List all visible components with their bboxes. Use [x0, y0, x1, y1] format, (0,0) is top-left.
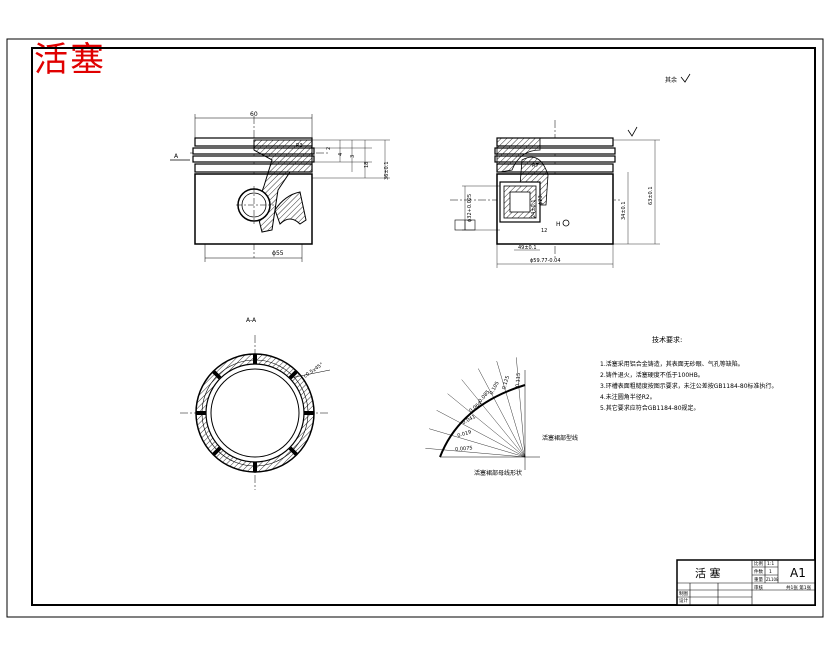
- part-name: 活 塞: [695, 566, 721, 580]
- dim-18: 18: [364, 162, 370, 168]
- dim-A: A: [174, 153, 179, 160]
- scale-value: 1:1: [767, 561, 774, 567]
- profile-value-label: 0.0075: [455, 445, 473, 453]
- weight-label: 重量: [754, 576, 763, 583]
- dim-3: 3: [350, 155, 356, 158]
- outer-border: [6, 38, 824, 618]
- profile-value-label: 0.115: [515, 373, 522, 388]
- profile-ray: [516, 357, 526, 458]
- count-label: 件数: [754, 568, 763, 575]
- roughness-symbol: 其余: [665, 73, 691, 84]
- dim-R7: R7: [532, 163, 539, 169]
- tech-item-5: 5.其它要求应符合GB1184-80规定。: [600, 404, 700, 412]
- profile-ray: [478, 368, 526, 458]
- front-view: 60 A ϕ55 R3 2 4 3 18 36±0.1: [170, 111, 390, 262]
- dim-4: 4: [338, 153, 344, 156]
- profile-value-label: 0.125: [501, 375, 511, 390]
- dim-36: 36±0.1: [384, 161, 390, 180]
- profile-label-bottom: 活塞裙部母线形状: [474, 469, 522, 477]
- profile-ray: [447, 393, 526, 458]
- profile-ray: [429, 428, 526, 458]
- count-value: 1: [769, 569, 772, 575]
- profile-value-label: 0.105: [489, 381, 501, 396]
- tech-item-4: 4.未注圆角半径R2。: [600, 393, 656, 401]
- dim-phi55: ϕ55: [272, 250, 284, 257]
- profile-label-right: 活塞裙部型线: [542, 434, 578, 442]
- profile-ray: [461, 379, 526, 458]
- tech-item-3: 3.环槽表面粗糙度按图示要求，未注公差按GB1184-80标准执行。: [600, 382, 778, 390]
- design-label: 设计: [679, 597, 688, 604]
- dim-2: 2: [326, 147, 332, 150]
- stamp-title: 活塞: [34, 40, 106, 80]
- roughness-note: 其余: [665, 76, 677, 84]
- technical-requirements: 技术要求: 1.活塞采用铝合金铸造，其表面无砂眼、气孔等缺陷。 2.铸件退火，活…: [600, 335, 778, 412]
- profile-value-label: 0.041: [461, 414, 476, 426]
- drawn-label: 制图: [679, 590, 688, 597]
- dim-12: 12: [541, 228, 547, 234]
- dim-phi5977: ϕ59.77-0.04: [530, 258, 561, 264]
- profile-ray: [425, 448, 526, 458]
- tech-title: 技术要求:: [652, 335, 682, 344]
- tech-item-2: 2.铸件退火，活塞硬度不低于100HB。: [600, 371, 704, 379]
- profile-value-label: 0.019: [457, 429, 472, 439]
- tech-item-1: 1.活塞采用铝合金铸造，其表面无砂眼、气孔等缺陷。: [600, 360, 744, 368]
- skirt-profile: 活塞裙部型线 活塞裙部母线形状 0.00750.0190.0410.0640.0…: [425, 357, 578, 477]
- dim-49: 49±0.1: [518, 245, 537, 251]
- sheet-label: 共1张 第1张: [786, 584, 812, 591]
- chamfer-note: c0.5x45°: [303, 362, 325, 380]
- dim-phi23: ϕ23: [538, 195, 544, 205]
- dim-34: 34±0.1: [621, 201, 627, 220]
- title-block: 活 塞 比例 1:1 件数 1 ZL108 A1 共1张 第1张 制图 设计 审…: [676, 559, 816, 606]
- sheet-size: A1: [790, 566, 806, 580]
- dim-24: 24±0.1: [531, 199, 537, 218]
- material-value: ZL108: [766, 577, 779, 582]
- scale-label: 比例: [754, 560, 763, 567]
- section-label: A-A: [246, 317, 257, 324]
- dim-63: 63±0.1: [648, 186, 654, 205]
- inner-frame: [31, 47, 816, 606]
- section-a-a: A-A c0.5x45°: [180, 317, 331, 490]
- dim-60: 60: [250, 111, 258, 118]
- profile-ray: [436, 410, 526, 458]
- check-label: 审核: [754, 584, 763, 591]
- profile-ray: [496, 361, 526, 458]
- side-section-view: 63±0.1 34±0.1 ϕ32+0.025 ϕ23 24±0.1 12 R7…: [450, 120, 660, 268]
- dim-phi32: ϕ32+0.025: [467, 194, 473, 222]
- dim-R3: R3: [296, 143, 303, 149]
- dim-H: H: [556, 221, 561, 228]
